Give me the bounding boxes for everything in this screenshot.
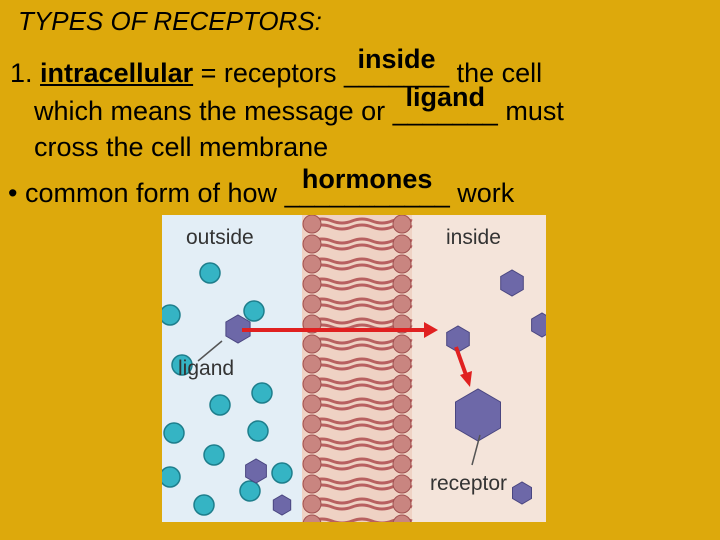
- sphere-icon: [162, 304, 181, 326]
- lipid-head: [302, 474, 322, 494]
- label-inside: inside: [446, 226, 501, 249]
- bullet-symbol: •: [8, 178, 18, 208]
- lipid-head: [392, 414, 412, 434]
- sphere-icon: [199, 262, 221, 284]
- item-text-b: the cell: [456, 58, 543, 88]
- lipid-head: [392, 354, 412, 374]
- sphere-icon: [271, 462, 293, 484]
- lipid-head: [392, 474, 412, 494]
- lipid-head: [392, 334, 412, 354]
- lipid-head: [392, 514, 412, 522]
- sphere-icon: [203, 444, 225, 466]
- blank-line: _______: [343, 58, 450, 88]
- bullet-text-b: work: [457, 178, 515, 208]
- lipid-head: [302, 494, 322, 514]
- hexagon-icon: [225, 314, 251, 344]
- line-3: cross the cell membrane: [34, 132, 328, 162]
- item-1: 1. intracellular = receptors _______ ins…: [10, 44, 543, 88]
- line2-text-b: must: [505, 96, 564, 126]
- lipid-head: [302, 394, 322, 414]
- hexagon-icon: [245, 458, 267, 484]
- sphere-icon: [193, 494, 215, 516]
- blank-hormones: ___________ hormones: [284, 164, 450, 208]
- lipid-head: [302, 374, 322, 394]
- answer-inside: inside: [357, 44, 436, 74]
- lipid-head: [302, 234, 322, 254]
- receptor-pointer: [471, 434, 481, 466]
- bullet-text-a: common form of how: [24, 178, 278, 208]
- spheres: [162, 262, 293, 516]
- line3-text: cross the cell membrane: [34, 132, 329, 162]
- bullet-item: • common form of how ___________ hormone…: [8, 164, 515, 208]
- lipid-head: [302, 414, 322, 434]
- lipid-head: [392, 274, 412, 294]
- arrow-head: [424, 322, 438, 338]
- hexagons: [225, 269, 546, 516]
- title-text: TYPES OF RECEPTORS:: [18, 6, 322, 36]
- label-outside: outside: [186, 226, 254, 249]
- lipid-head: [302, 334, 322, 354]
- sphere-icon: [171, 354, 193, 376]
- lipid-head: [392, 494, 412, 514]
- lipid-head: [302, 354, 322, 374]
- hexagon-icon: [500, 269, 524, 297]
- line2-text-a: which means the message or: [34, 96, 386, 126]
- page-title: TYPES OF RECEPTORS:: [18, 6, 322, 36]
- arrow-icon: [454, 346, 468, 376]
- sphere-icon: [163, 422, 185, 444]
- lipid-head: [392, 434, 412, 454]
- blank-ligand: _______ ligand: [392, 82, 498, 126]
- lipid-head: [302, 454, 322, 474]
- blank-line: ___________: [284, 178, 450, 208]
- label-receptor: receptor: [430, 472, 507, 495]
- lipid-head: [392, 454, 412, 474]
- lipid-head: [392, 254, 412, 274]
- sphere-icon: [247, 420, 269, 442]
- label-ligand: ligand: [178, 357, 234, 380]
- hexagon-icon: [531, 312, 546, 338]
- lipid-head: [392, 294, 412, 314]
- lipid-head: [302, 215, 322, 234]
- answer-ligand: ligand: [405, 82, 486, 112]
- lipid-head: [302, 434, 322, 454]
- answer-hormones: hormones: [301, 164, 433, 194]
- lipid-head: [392, 374, 412, 394]
- lipid-head: [302, 514, 322, 522]
- membrane-diagram: outside inside ligand receptor: [162, 215, 546, 522]
- sphere-icon: [162, 466, 181, 488]
- hexagon-icon: [272, 494, 292, 516]
- lipid-head: [392, 215, 412, 234]
- sphere-icon: [239, 480, 261, 502]
- sphere-icon: [209, 394, 231, 416]
- item-number: 1.: [10, 58, 33, 88]
- blank-line: _______: [392, 96, 498, 126]
- term-intracellular: intracellular: [40, 58, 194, 88]
- lipid-head: [302, 254, 322, 274]
- ligand-pointer: [197, 340, 223, 362]
- sphere-icon: [251, 382, 273, 404]
- line-2: which means the message or _______ ligan…: [34, 82, 564, 126]
- lipid-head: [302, 294, 322, 314]
- sphere-icon: [243, 300, 265, 322]
- arrow-head: [460, 371, 472, 387]
- lipid-head: [302, 274, 322, 294]
- lipid-head: [392, 234, 412, 254]
- inside-region: [412, 215, 546, 522]
- item-text-a: = receptors: [200, 58, 337, 88]
- blank-inside: _______ inside: [343, 44, 450, 88]
- lipid-head: [392, 394, 412, 414]
- hexagon-icon: [512, 481, 532, 505]
